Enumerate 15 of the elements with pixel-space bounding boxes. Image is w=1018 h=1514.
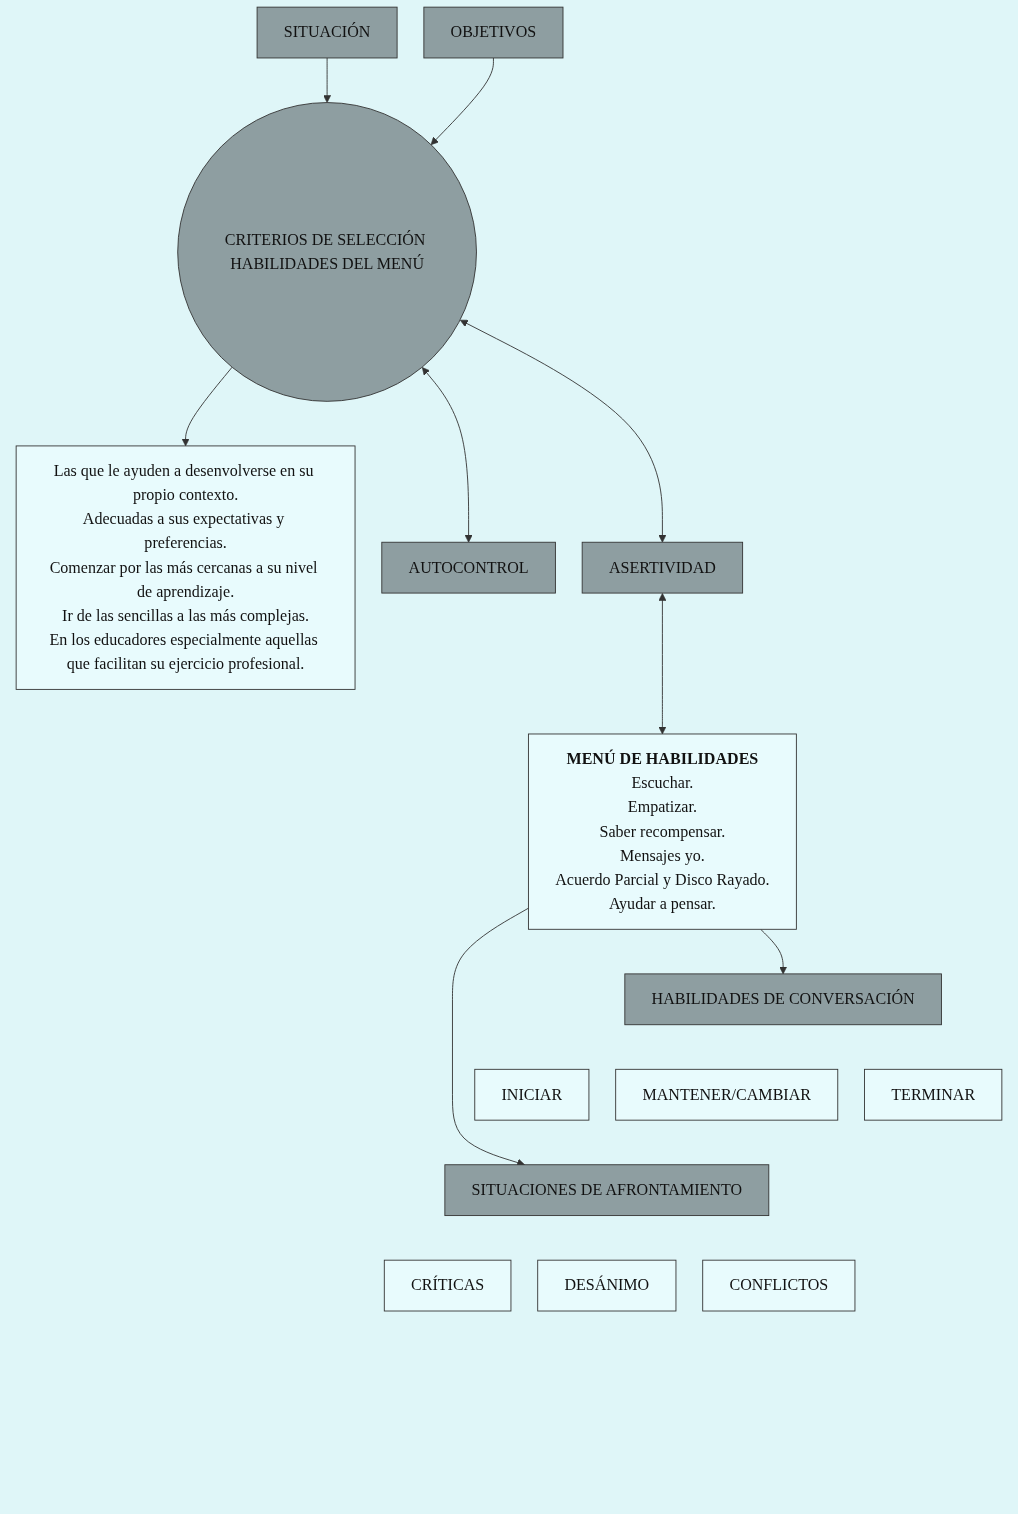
node-box: OBJETIVOS: [423, 6, 564, 59]
node-box: ASERTIVIDAD: [581, 541, 744, 594]
node-box: CONFLICTOS: [702, 1259, 856, 1312]
node-box: AUTOCONTROL: [381, 541, 556, 594]
node-box: CRÍTICAS: [383, 1259, 512, 1312]
node-box: TERMINAR: [864, 1068, 1003, 1121]
node-box: SITUACIÓN: [256, 6, 398, 59]
node-box: Las que le ayuden a desenvolverse en su propio contexto. Adecuadas a sus expectativas y preferencias. Comenzar por las más cercanas a su nivel de aprendizaje. Ir de las sencillas a las más complejas. En los educadores especialmente aquellas que facilitan su ejercicio profesional.: [15, 445, 356, 690]
node-box: HABILIDADES DE CONVERSACIÓN: [624, 973, 942, 1026]
node-box: INICIAR: [474, 1068, 590, 1121]
node-box: MENÚ DE HABILIDADES Escuchar. Empatizar. Saber recompensar. Mensajes yo. Acuerdo Parcial y Disco Rayado. Ayudar a pensar.: [528, 733, 797, 930]
node-circle: CRITERIOS DE SELECCIÓN HABILIDADES DEL MENÚ: [177, 102, 477, 402]
node-box: DESÁNIMO: [537, 1259, 677, 1312]
node-box: SITUACIONES DE AFRONTAMIENTO: [444, 1164, 770, 1217]
node-box: MANTENER/CAMBIAR: [615, 1068, 839, 1121]
